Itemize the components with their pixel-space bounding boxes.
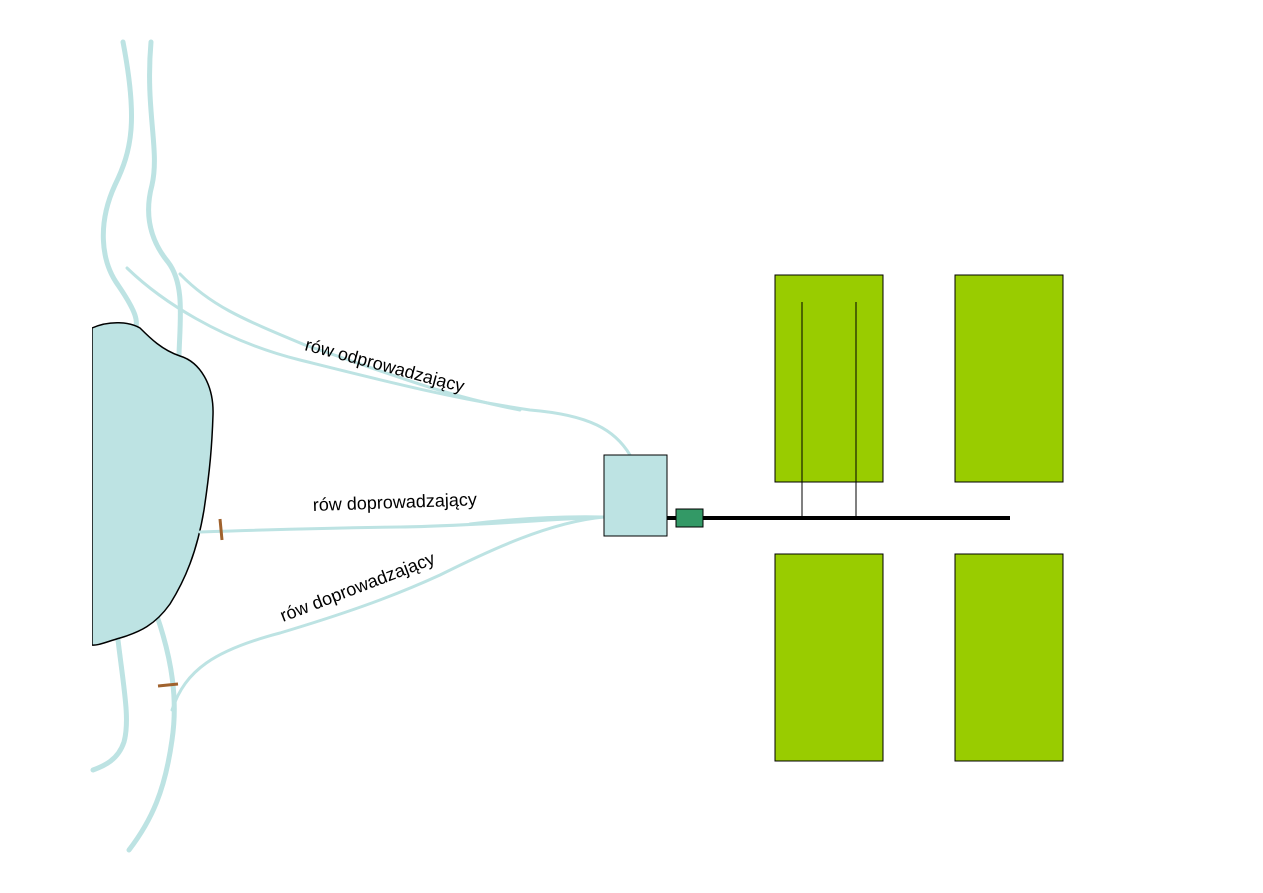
field-bottom-right [954, 553, 1064, 762]
river-lower-left-bank [90, 637, 129, 773]
river-lower-right-bank [126, 613, 177, 853]
sluice-gate-icon [157, 682, 179, 688]
inflow-ditch-2-side [468, 515, 606, 526]
reservoir-left-mask [0, 300, 92, 680]
outflow-ditch-channel-2 [178, 272, 522, 412]
inflow-ditch-1 [198, 515, 606, 534]
sluice-gate-icon [218, 518, 224, 541]
outflow-ditch-channel-1 [125, 266, 632, 457]
river-left-bank [100, 39, 139, 335]
field-bottom-left [774, 553, 884, 762]
inflow-ditch-2 [170, 515, 606, 712]
reservoir [91, 322, 214, 646]
inflow-ditch-1-label: rów doprowadzający [312, 489, 477, 515]
field-top-left [774, 274, 884, 483]
field-top-right [954, 274, 1064, 483]
pump-icon [675, 508, 704, 528]
settling-basin [603, 454, 668, 537]
river-right-bank [146, 39, 183, 358]
